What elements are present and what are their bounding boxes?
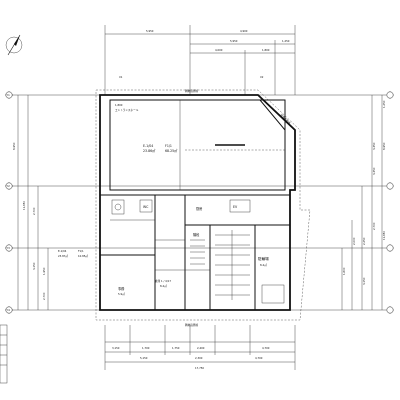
grid-y3: Y3 [7, 246, 11, 250]
lobby-note: エントランスホール [115, 108, 139, 112]
main-room-area: 23.86㎡ [143, 148, 156, 153]
grid-y2: Y2 [7, 184, 11, 188]
dim-right-3: 3,350 [372, 142, 376, 150]
boundary-top-label: 隣地境界線 [185, 89, 198, 93]
storage-area: 8.4㎡ [160, 284, 167, 288]
right-dimensions [341, 95, 383, 310]
dim-top-2: 4,900 [240, 29, 248, 33]
stair-label: 階段 [193, 232, 200, 237]
dim-right-7: 2,250 [362, 237, 366, 245]
dim-bot-3: 1,750 [172, 346, 180, 350]
kitchen-label: 厨房 [196, 206, 202, 211]
top-dimensions [104, 25, 296, 95]
dim-left-5: 1,950 [42, 267, 46, 275]
legend-box [0, 324, 8, 384]
room-labels: 1,800 エントランスホール E-1/04 23.86㎡ F1/1 68.25… [58, 103, 269, 296]
parking-label: 駐輪場 [258, 256, 269, 261]
dim-right-2: 8,950 [382, 142, 386, 150]
dim-bot-9: 17,750 [195, 366, 204, 370]
lobby-dim: 1,800 [115, 103, 123, 107]
office-label: 事務 [118, 286, 125, 291]
dim-bot-6: 5,150 [140, 356, 148, 360]
left-code2: F1/1 [78, 249, 84, 253]
dim-right-9: 1,600 [342, 267, 346, 275]
dim-bot-2: 1,700 [142, 346, 150, 350]
dimension-texts: 5,950 4,900 5,950 1,250 4,000 1,800 3,15… [12, 29, 386, 370]
left-area: 23.87㎡ [58, 254, 68, 258]
ev-label: EV [233, 205, 238, 209]
main-room-area2: 68.25㎡ [165, 148, 178, 153]
grid-x2: X2 [260, 75, 264, 79]
dim-top-4: 1,250 [282, 39, 290, 43]
grid-labels: Y1 Y2 Y3 Y4 X1 X2 [7, 75, 264, 312]
storage-label: 倉庫 1 / 4/17 [155, 279, 171, 283]
dim-left-6: 2,700 [42, 292, 46, 300]
dim-bot-7: 2,300 [195, 356, 203, 360]
parking-area: 8.4㎡ [260, 263, 267, 267]
dim-bot-4: 2,400 [197, 346, 205, 350]
north-arrow-icon [5, 34, 23, 56]
dim-right-4: 3,350 [372, 167, 376, 175]
grid-markers-left [5, 91, 394, 314]
dim-top-5: 4,000 [215, 48, 223, 52]
fixtures [111, 199, 285, 304]
dim-bot-1: 3,150 [112, 346, 120, 350]
grid-x1: X1 [119, 75, 123, 79]
left-code: E-1/04 [58, 249, 67, 253]
dim-left-3: 2,700 [32, 207, 36, 215]
main-room-code: E-1/04 [143, 144, 153, 148]
bottom-dimensions [104, 325, 296, 370]
dim-bot-8: 4,700 [255, 356, 263, 360]
stair [190, 239, 205, 265]
dim-right-6: 2,700 [372, 222, 376, 230]
dim-right-8: 2,000 [352, 237, 356, 245]
parking-grid [215, 230, 250, 300]
boundary-bottom-label: 隣地境界線 [185, 323, 198, 327]
dim-bot-5: 4,700 [262, 346, 270, 350]
building-walls [99, 94, 296, 311]
dim-right-10: 3,150 [362, 277, 366, 285]
grid-y4: Y4 [7, 308, 11, 312]
left-dimensions [17, 95, 49, 310]
office-area: 5.9㎡ [118, 292, 125, 296]
main-room-code2: F1/1 [165, 144, 172, 148]
grid-lines [12, 94, 386, 311]
dim-top-1: 5,950 [146, 29, 154, 33]
dim-top-6: 1,800 [262, 48, 270, 52]
dim-left-1: 8,950 [12, 142, 16, 150]
grid-y1: Y1 [7, 93, 11, 97]
dim-right-1: 1,250 [382, 100, 386, 108]
dim-right-5: 11,650 [382, 231, 386, 240]
toilet-label: WC [143, 205, 149, 209]
dim-top-3: 5,950 [230, 39, 238, 43]
left-area2: 10.85㎡ [78, 254, 88, 258]
dim-left-2: 11,650 [22, 201, 26, 210]
dim-left-4: 3,150 [32, 262, 36, 270]
site-boundary [95, 89, 311, 321]
